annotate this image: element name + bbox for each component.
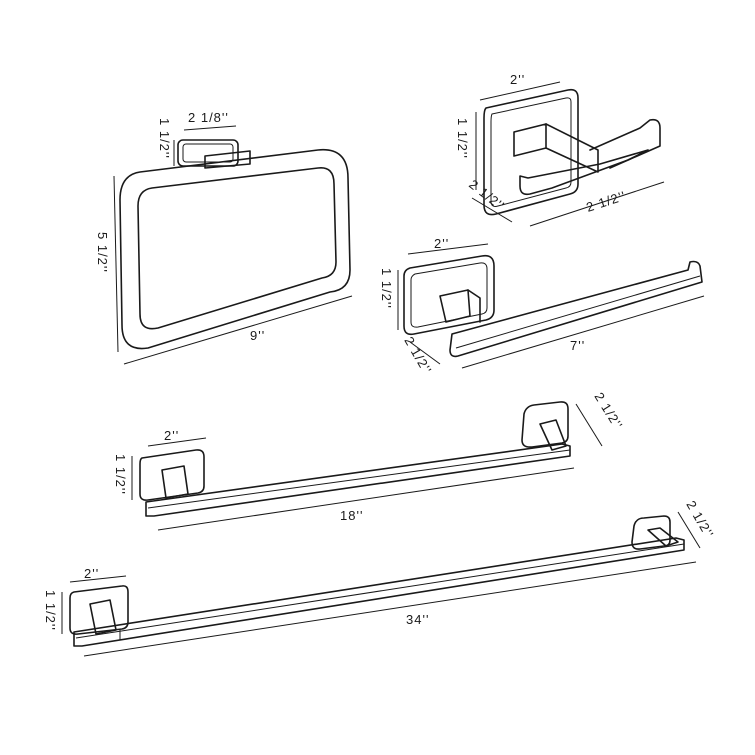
paper-holder-arm-side: [467, 289, 481, 323]
towel-bar-18: 2'' 1 1/2'' 2 1/2'' 18'': [113, 390, 626, 531]
towel-bar-34-drawing: [69, 515, 685, 647]
towel-bar-18-bar-edge: [147, 449, 571, 509]
towel-bar-18-depth-label: 1 1/2'': [113, 454, 128, 495]
towel-bar-34-right-plate: [631, 515, 671, 550]
towel-ring-length-dim-line: [123, 295, 353, 365]
paper-holder-width-dim-line: [407, 243, 489, 255]
towel-bar-34-height-label: 2 1/2'': [683, 498, 716, 541]
towel-bar-18-height-label: 2 1/2'': [591, 390, 625, 433]
robe-hook-lower-hook: [519, 149, 649, 196]
robe-hook-width-label: 2'': [510, 72, 525, 87]
paper-holder-height-label: 2 1/2'': [401, 334, 434, 377]
towel-ring-height-label: 5 1/2'': [95, 232, 110, 273]
paper-holder-width-label: 2'': [434, 236, 449, 251]
robe-hook-arm-side: [545, 123, 599, 173]
towel-ring: 2 1/8'' 1 1/2'' 5 1/2'' 9'': [95, 110, 353, 365]
towel-bar-34: 2'' 1 1/2'' 2 1/2'' 34'': [43, 498, 717, 657]
towel-bar-18-length-dim-line: [157, 467, 575, 531]
towel-ring-outer: [119, 148, 351, 350]
towel-bar-34-depth-label: 1 1/2'': [43, 590, 58, 631]
towel-bar-34-right-arm: [647, 527, 679, 547]
paper-holder: 2'' 1 1/2'' 2 1/2'' 7'': [379, 236, 705, 377]
robe-hook-base-plate-inner: [490, 97, 572, 207]
towel-bar-34-left-plate: [69, 585, 129, 635]
towel-ring-depth-label: 1 1/2'': [157, 118, 172, 159]
robe-hook-arm-front: [513, 123, 547, 157]
robe-hook-base-plate: [483, 88, 579, 216]
towel-bar-18-left-arm: [161, 465, 189, 499]
paper-holder-depth-label: 1 1/2'': [379, 268, 394, 309]
paper-holder-base-plate: [403, 254, 495, 336]
towel-bar-18-drawing: [139, 401, 571, 517]
paper-holder-drawing: [403, 254, 703, 358]
towel-bar-34-bar-edge: [75, 543, 685, 639]
towel-bar-18-right-plate: [521, 401, 569, 448]
towel-ring-inner: [137, 167, 337, 330]
towel-bar-34-left-arm: [89, 599, 117, 635]
paper-holder-bar-edge: [455, 275, 701, 349]
robe-hook-drawing: [483, 88, 661, 216]
paper-holder-base-plate-inner: [410, 262, 488, 328]
robe-hook-depth-label: 1 1/2'': [455, 118, 470, 159]
towel-bar-18-left-plate: [139, 449, 205, 501]
paper-holder-arm: [439, 289, 471, 323]
robe-hook-height-dim-line: [471, 197, 513, 223]
towel-bar-18-right-arm: [539, 419, 567, 451]
towel-bar-18-width-label: 2'': [164, 428, 179, 443]
towel-ring-height-dim-line: [113, 175, 119, 353]
robe-hook-length-label: 2 1/2'': [584, 188, 628, 215]
towel-bar-34-width-label: 2'': [84, 566, 99, 581]
towel-bar-34-height-dim-line: [677, 511, 701, 549]
towel-bar-34-bar: [73, 537, 685, 647]
towel-bar-18-length-label: 18'': [340, 508, 363, 523]
towel-bar-34-length-label: 34'': [406, 612, 429, 627]
robe-hook-width-dim-line: [479, 81, 561, 101]
towel-ring-width-label: 2 1/8'': [188, 110, 229, 125]
towel-bar-34-width-dim-line: [69, 575, 127, 583]
robe-hook-upper-hook: [589, 118, 661, 169]
towel-ring-width-dim-line: [183, 125, 237, 131]
towel-ring-length-label: 9'': [250, 328, 265, 343]
robe-hook-height-label: 2 1/2'': [466, 177, 507, 214]
paper-holder-length-label: 7'': [570, 338, 585, 353]
paper-holder-length-dim-line: [461, 295, 705, 369]
towel-bar-34-length-dim-line: [83, 561, 697, 657]
towel-bar-18-bar: [145, 443, 571, 517]
towel-bar-18-width-dim-line: [147, 437, 207, 447]
paper-holder-height-dim-line: [409, 341, 441, 365]
towel-ring-drawing: [119, 139, 351, 350]
paper-holder-bar: [449, 260, 703, 358]
robe-hook-length-dim-line: [529, 181, 665, 227]
robe-hook: 2'' 1 1/2'' 2 1/2'' 2 1/2'': [455, 72, 665, 227]
towel-bar-18-height-dim-line: [575, 403, 603, 447]
